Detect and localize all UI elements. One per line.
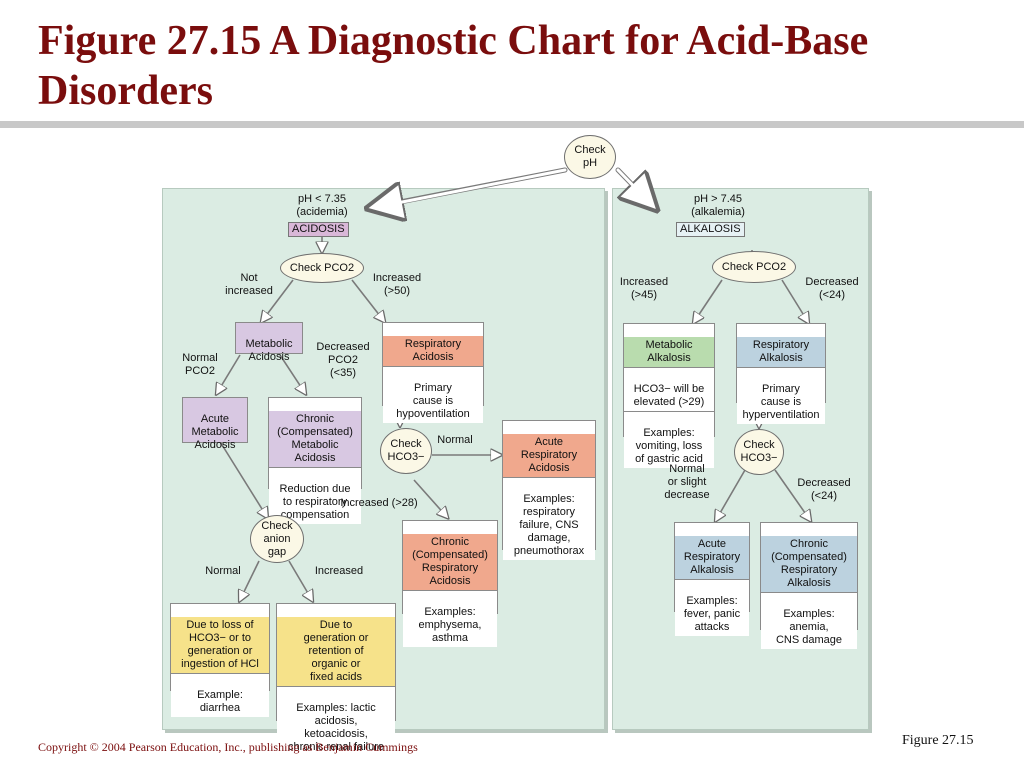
respiratory-acidosis-header: Respiratory Acidosis xyxy=(383,336,483,367)
label-hco3-normal: Normal xyxy=(437,434,473,446)
chronic-respiratory-acidosis-body: Examples: emphysema, asthma xyxy=(403,604,497,647)
label-not-increased: Not increased xyxy=(225,272,273,297)
check-pco2-alk-node: Check PCO2 xyxy=(712,251,796,283)
label-gap-normal: Normal xyxy=(205,565,241,577)
alkalosis-tag: ALKALOSIS xyxy=(676,222,745,237)
chronic-metabolic-acidosis-body: Reduction due to respiratory compensatio… xyxy=(269,481,361,524)
label-decreased-35: Decreased (<24) xyxy=(805,276,859,301)
metabolic-acidosis-box: Metabolic Acidosis xyxy=(235,322,303,363)
check-hco3-acid-node: Check HCO3− xyxy=(380,428,432,474)
check-hco3-alk-node: Check HCO3− xyxy=(734,429,784,475)
acute-metabolic-acidosis-label: Acute Metabolic Acidosis xyxy=(191,413,239,451)
arrow-to-acute-metabolic xyxy=(217,354,241,393)
label-normal-pco2: Normal PCO2 xyxy=(182,352,218,377)
arrow-to-chronic-resp-acidosis xyxy=(413,479,447,517)
arrow-to-respiratory-alkalosis xyxy=(781,279,808,322)
label-decreased-pco2: Decreased PCO2 (<35) xyxy=(316,341,370,379)
respiratory-acidosis-box: Respiratory Acidosis Primary cause is hy… xyxy=(382,322,484,423)
respiratory-alkalosis-header: Respiratory Alkalosis xyxy=(737,337,825,368)
label-increased-45: Increased (>45) xyxy=(619,276,669,301)
label-normal-slight-decrease: Normal or slight decrease xyxy=(664,463,710,501)
respiratory-acidosis-body: Primary cause is hypoventilation xyxy=(383,380,483,423)
metabolic-alkalosis-box: Metabolic Alkalosis HCO3− will be elevat… xyxy=(623,323,715,468)
chronic-respiratory-alkalosis-body: Examples: anemia, CNS damage xyxy=(761,606,857,649)
figure-caption: Figure 27.15 xyxy=(902,733,974,748)
chronic-metabolic-acidosis-header: Chronic (Compensated) Metabolic Acidosis xyxy=(269,411,361,468)
alkalemia-condition: pH > 7.45 (alkalemia) xyxy=(691,193,745,218)
acidemia-condition: pH < 7.35 (acidemia) xyxy=(296,193,348,218)
acute-respiratory-acidosis-box: Acute Respiratory Acidosis Examples: res… xyxy=(502,420,596,560)
acute-respiratory-acidosis-body: Examples: respiratory failure, CNS damag… xyxy=(503,491,595,560)
acid-generation-body: Examples: lactic acidosis, ketoacidosis,… xyxy=(277,700,395,756)
check-ph-node: Check pH xyxy=(564,135,616,179)
respiratory-alkalosis-box: Respiratory Alkalosis Primary cause is h… xyxy=(736,323,826,424)
loss-hco3-box: Due to loss of HCO3− or to generation or… xyxy=(170,603,270,717)
arrow-to-respiratory-acidosis xyxy=(351,279,384,321)
check-anion-gap-node: Check anion gap xyxy=(250,515,304,563)
loss-hco3-header: Due to loss of HCO3− or to generation or… xyxy=(171,617,269,674)
flow-arrows xyxy=(162,167,887,735)
label-decreased-24: Decreased (<24) xyxy=(797,477,851,502)
title-divider xyxy=(0,121,1024,128)
chronic-respiratory-acidosis-box: Chronic (Compensated) Respiratory Acidos… xyxy=(402,520,498,647)
chronic-respiratory-alkalosis-box: Chronic (Compensated) Respiratory Alkalo… xyxy=(760,522,858,649)
acid-generation-header: Due to generation or retention of organi… xyxy=(277,617,395,687)
acute-respiratory-acidosis-header: Acute Respiratory Acidosis xyxy=(503,434,595,478)
chronic-respiratory-alkalosis-header: Chronic (Compensated) Respiratory Alkalo… xyxy=(761,536,857,593)
acute-respiratory-alkalosis-header: Acute Respiratory Alkalosis xyxy=(675,536,749,580)
arrow-to-metabolic-acidosis xyxy=(262,279,294,321)
metabolic-alkalosis-header: Metabolic Alkalosis xyxy=(624,337,714,368)
check-pco2-acid-node: Check PCO2 xyxy=(280,253,364,283)
arrow-to-chronic-resp-alk xyxy=(774,469,810,520)
slide-title: Figure 27.15 A Diagnostic Chart for Acid… xyxy=(38,18,869,114)
acute-respiratory-alkalosis-body: Examples: fever, panic attacks xyxy=(675,593,749,636)
respiratory-alkalosis-body: Primary cause is hyperventilation xyxy=(737,381,825,424)
acute-metabolic-acidosis-box: Acute Metabolic Acidosis xyxy=(182,397,248,451)
arrow-to-chronic-metabolic xyxy=(279,354,305,393)
acid-generation-box: Due to generation or retention of organi… xyxy=(276,603,396,756)
metabolic-alkalosis-hco3: HCO3− will be elevated (>29) xyxy=(624,381,714,412)
arrow-to-generation xyxy=(288,560,312,600)
metabolic-acidosis-label: Metabolic Acidosis xyxy=(245,338,293,363)
arrow-to-loss-hco3 xyxy=(240,560,260,600)
metabolic-alkalosis-body: Examples: vomiting, loss of gastric acid xyxy=(624,425,714,468)
copyright-notice: Copyright © 2004 Pearson Education, Inc.… xyxy=(38,740,418,754)
chronic-respiratory-acidosis-header: Chronic (Compensated) Respiratory Acidos… xyxy=(403,534,497,591)
label-gap-increased: Increased xyxy=(314,565,364,577)
diagnostic-chart: Check pH pH < 7.35 (acidemia) ACIDOSIS C… xyxy=(162,135,887,756)
loss-hco3-body: Example: diarrhea xyxy=(171,687,269,717)
arrow-acute-to-anion-gap xyxy=(218,439,267,517)
arrow-to-acute-resp-alk xyxy=(716,469,746,520)
acidosis-tag: ACIDOSIS xyxy=(288,222,349,237)
acute-respiratory-alkalosis-box: Acute Respiratory Alkalosis Examples: fe… xyxy=(674,522,750,636)
label-increased-50: Increased (>50) xyxy=(372,272,422,297)
label-hco3-increased-28: Increased (>28) xyxy=(340,497,418,509)
arrow-to-metabolic-alkalosis xyxy=(694,279,723,322)
chronic-metabolic-acidosis-box: Chronic (Compensated) Metabolic Acidosis… xyxy=(268,397,362,524)
